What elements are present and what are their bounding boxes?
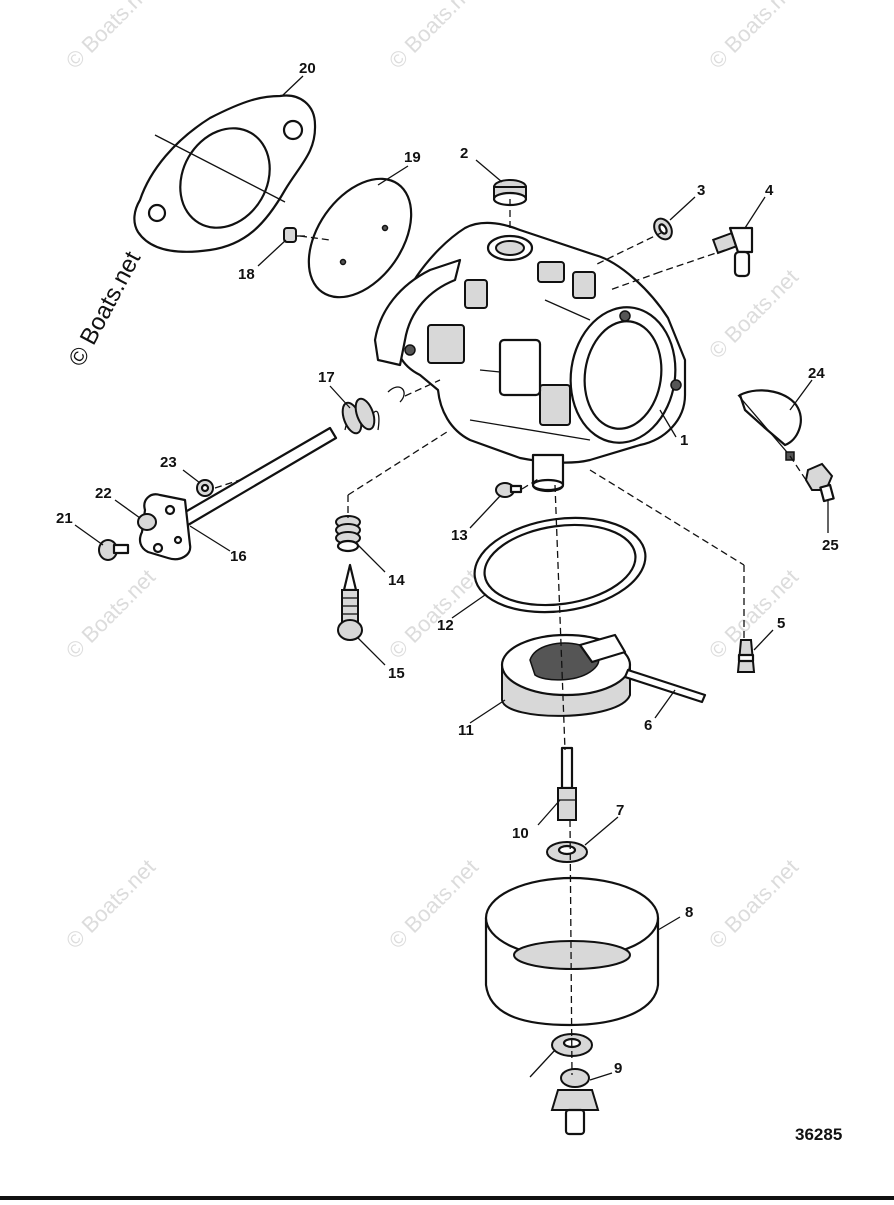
callout-22: 22 (95, 485, 112, 502)
part-15-needle-screw (337, 563, 363, 641)
part-19-throttle-plate (307, 177, 413, 299)
callout-14: 14 (388, 572, 405, 589)
callout-23: 23 (160, 454, 177, 471)
callout-16: 16 (230, 548, 247, 565)
callout-18: 18 (238, 266, 255, 283)
callout-20: 20 (299, 60, 316, 77)
callout-11: 11 (458, 722, 474, 739)
watermark: © Boats.net (61, 854, 160, 953)
part-1-carburetor-body (373, 221, 687, 493)
watermark: © Boats.net (704, 564, 803, 663)
callout-6: 6 (644, 717, 652, 734)
watermark: © Boats.net (63, 247, 146, 371)
part-3-washer (653, 217, 673, 241)
assembly-lines (214, 199, 807, 1076)
part-2-plug (492, 179, 528, 207)
callout-9: 9 (614, 1060, 622, 1077)
part-4-elbow-fitting (711, 226, 754, 278)
part-21-screw (98, 539, 130, 561)
callout-5: 5 (777, 615, 785, 632)
part-17-spring (341, 386, 405, 435)
part-18-screw (283, 227, 305, 243)
part-12-gasket-ring (473, 516, 647, 614)
callout-2: 2 (460, 145, 468, 162)
callout-1: 1 (680, 432, 688, 449)
watermark: © Boats.net (61, 0, 160, 74)
leader-lines (74, 75, 829, 1081)
watermark: © Boats.net (61, 564, 160, 663)
part-5-jet (736, 639, 756, 673)
callout-3: 3 (697, 182, 705, 199)
part-16-throttle-shaft (138, 426, 338, 561)
callout-10: 10 (512, 825, 529, 842)
callout-21: 21 (56, 510, 73, 527)
watermark: © Boats.net (704, 854, 803, 953)
watermark: © Boats.net (704, 0, 803, 74)
part-23-nut (196, 479, 214, 497)
part-11-float (500, 633, 632, 717)
part-9-drain-plug (550, 1068, 600, 1136)
bottom-border (0, 1196, 894, 1200)
watermark: © Boats.net (704, 264, 803, 363)
part-24-bracket (737, 389, 802, 461)
callout-8: 8 (685, 904, 693, 921)
part-20-gasket (133, 94, 317, 253)
part-8-float-bowl (484, 876, 660, 1027)
part-6-pin (623, 668, 707, 704)
watermark: © Boats.net (384, 0, 483, 74)
callout-17: 17 (318, 369, 335, 386)
part-7-washer-upper (546, 841, 588, 863)
part-10-needle-valve (557, 746, 577, 821)
part-25-screw (804, 462, 835, 503)
watermark: © Boats.net (384, 854, 483, 953)
part-14-spring (335, 515, 361, 553)
callout-24: 24 (808, 365, 825, 382)
callout-4: 4 (765, 182, 774, 199)
callout-7: 7 (616, 802, 624, 819)
part-22-bushing (137, 513, 157, 531)
callout-15: 15 (388, 665, 405, 682)
callout-25: 25 (822, 537, 839, 554)
callout-13: 13 (451, 527, 468, 544)
drawing-number: 36285 (795, 1125, 842, 1144)
callout-labels: 1 2 3 4 5 6 7 8 9 10 11 12 13 14 15 16 1… (56, 60, 839, 1077)
callout-19: 19 (404, 149, 421, 166)
watermark-layer: © Boats.net © Boats.net © Boats.net © Bo… (61, 0, 803, 954)
part-13-screw (495, 482, 523, 498)
callout-12: 12 (437, 617, 454, 634)
